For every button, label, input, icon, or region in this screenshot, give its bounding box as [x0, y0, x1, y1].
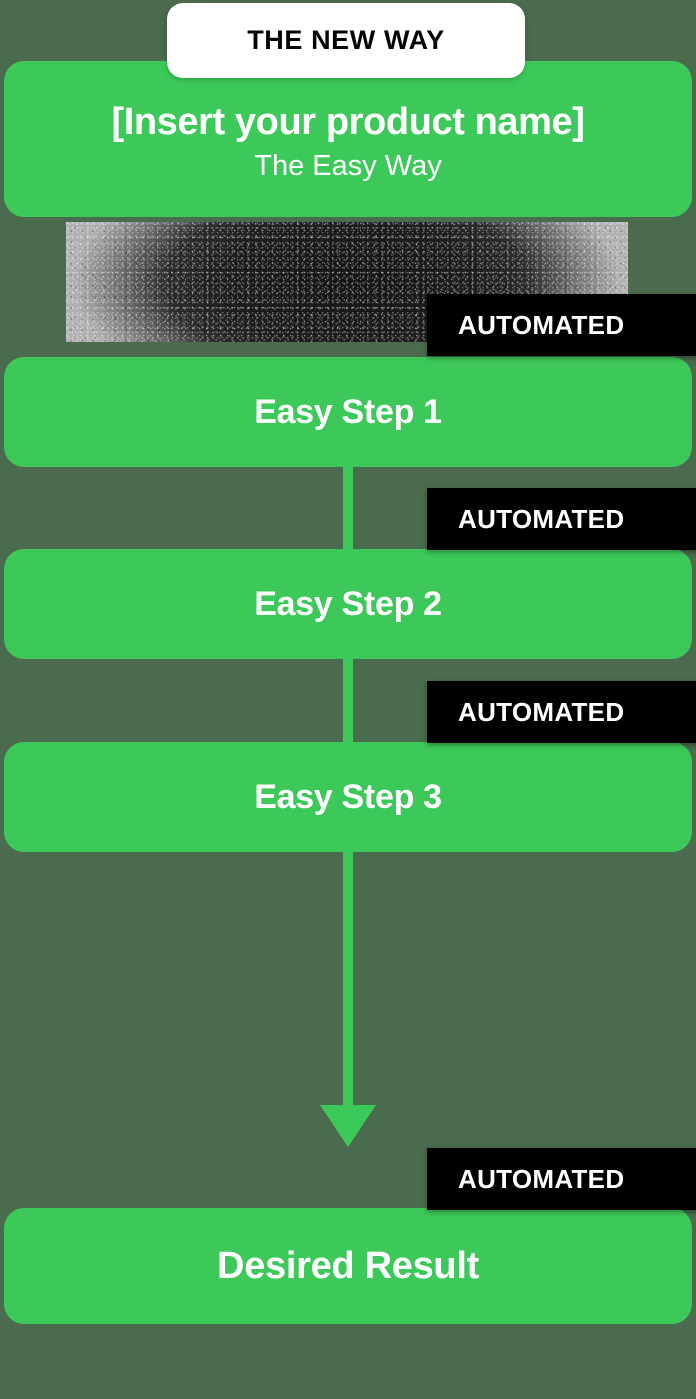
connector-line-3: [343, 847, 353, 1109]
connector-line-1: [343, 462, 353, 554]
automated-badge-4-label: AUTOMATED: [458, 1163, 625, 1194]
desired-result-card: Desired Result: [4, 1208, 692, 1324]
step-card-3: Easy Step 3: [4, 742, 692, 852]
automated-badge-2-label: AUTOMATED: [458, 503, 625, 534]
automated-badge-1: AUTOMATED: [427, 294, 696, 356]
step-card-1-label: Easy Step 1: [254, 392, 442, 431]
step-card-2: Easy Step 2: [4, 549, 692, 659]
automated-badge-4: AUTOMATED: [427, 1148, 696, 1210]
connector-line-2: [343, 655, 353, 747]
the-new-way-badge-label: THE NEW WAY: [247, 25, 445, 55]
automated-badge-2: AUTOMATED: [427, 488, 696, 550]
the-new-way-badge: THE NEW WAY: [167, 3, 525, 78]
automated-badge-3-label: AUTOMATED: [458, 696, 625, 727]
step-card-2-label: Easy Step 2: [254, 584, 442, 623]
header-card: [Insert your product name] The Easy Way: [4, 61, 692, 217]
arrow-down-icon: [320, 1105, 376, 1147]
step-card-3-label: Easy Step 3: [254, 777, 442, 816]
page-subtitle: The Easy Way: [254, 149, 442, 182]
automated-badge-3: AUTOMATED: [427, 681, 696, 743]
page-title: [Insert your product name]: [111, 100, 585, 143]
desired-result-label: Desired Result: [217, 1244, 479, 1287]
step-card-1: Easy Step 1: [4, 357, 692, 467]
grain-texture-decoration: [66, 222, 628, 342]
automated-badge-1-label: AUTOMATED: [458, 309, 625, 340]
